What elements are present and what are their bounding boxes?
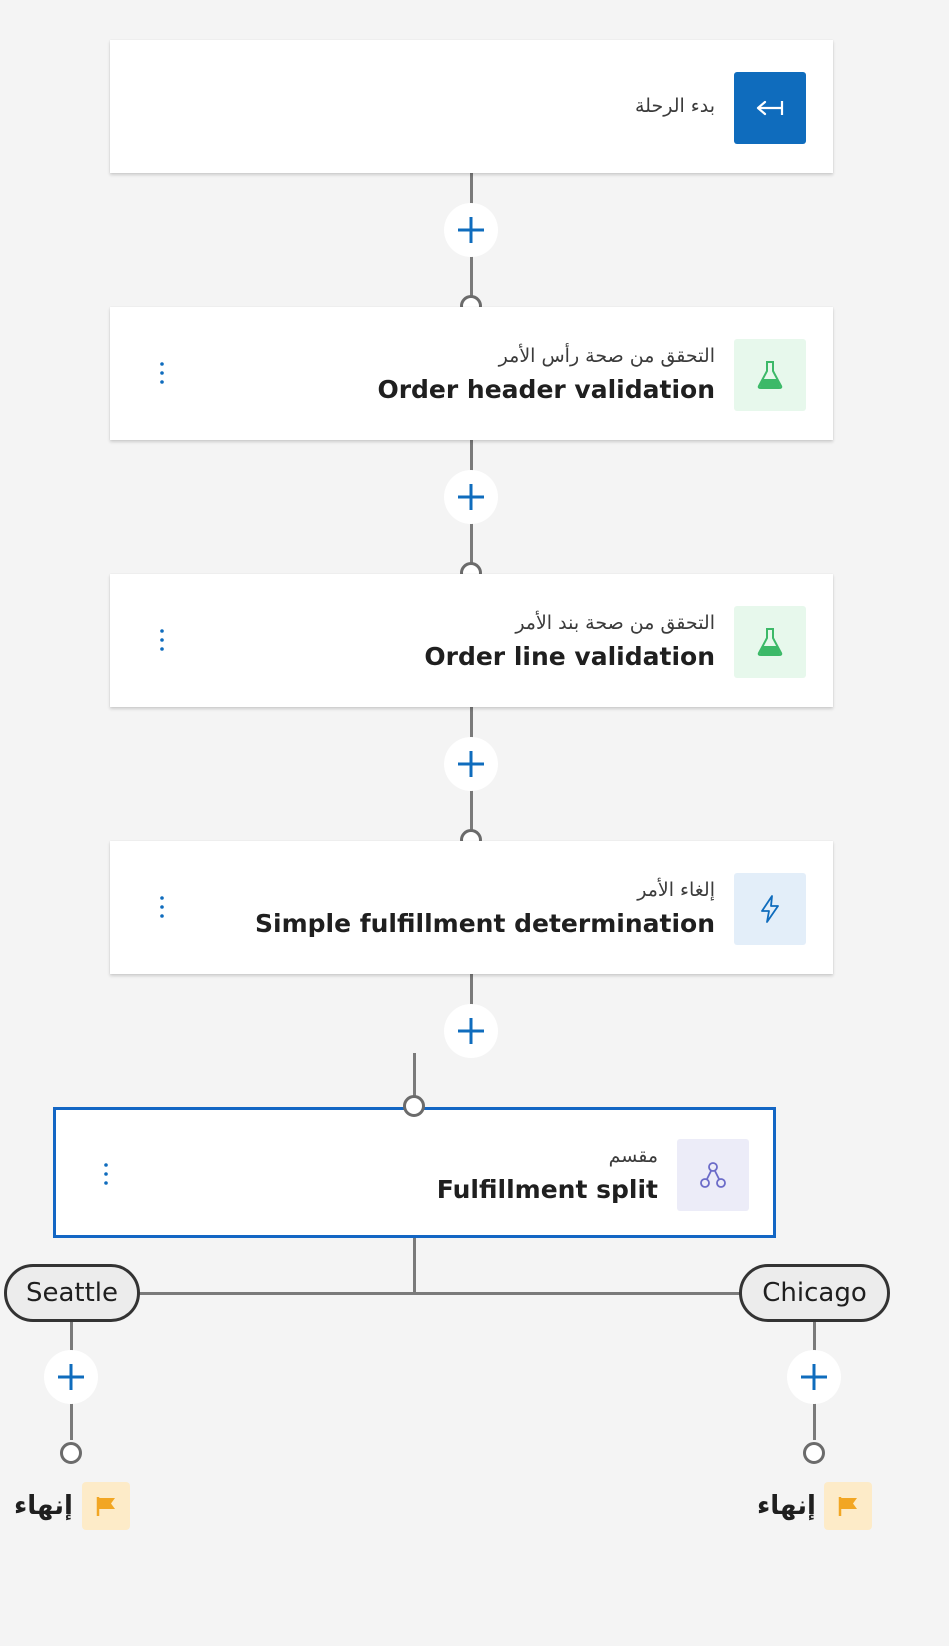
plus-icon: [801, 1364, 827, 1390]
connector-line: [413, 1236, 416, 1294]
arrow-start-icon: [756, 100, 784, 116]
step-subtitle: إلغاء الأمر: [637, 879, 715, 901]
add-step-button[interactable]: [444, 737, 498, 791]
step-subtitle: التحقق من صحة بند الأمر: [515, 612, 715, 634]
start-step-label: بدء الرحلة: [634, 95, 715, 117]
step-subtitle: مقسم: [608, 1145, 658, 1167]
order-line-validation-card[interactable]: التحقق من صحة بند الأمر Order line valid…: [110, 574, 833, 707]
connection-point: [803, 1442, 825, 1464]
plus-icon: [458, 484, 484, 510]
step-title: Simple fulfillment determination: [255, 909, 715, 938]
add-step-button[interactable]: [444, 1004, 498, 1058]
more-vertical-icon: [104, 1163, 108, 1185]
connection-point: [60, 1442, 82, 1464]
connection-point: [403, 1095, 425, 1117]
more-options-button[interactable]: [150, 887, 174, 927]
fulfillment-split-card[interactable]: مقسم Fulfillment split: [53, 1107, 776, 1238]
branch-seattle[interactable]: Seattle: [4, 1264, 140, 1322]
add-step-button[interactable]: [787, 1350, 841, 1404]
add-step-button[interactable]: [444, 470, 498, 524]
step-tile: [734, 339, 806, 411]
step-tile: [734, 873, 806, 945]
flask-icon: [757, 361, 783, 389]
flag-icon: [838, 1497, 857, 1516]
lightning-icon: [761, 895, 779, 923]
end-label: إنهاء: [14, 1491, 73, 1521]
more-options-button[interactable]: [150, 353, 174, 393]
flag-icon: [96, 1497, 115, 1516]
more-vertical-icon: [160, 362, 164, 384]
end-node-chicago[interactable]: [824, 1482, 872, 1530]
plus-icon: [458, 751, 484, 777]
step-title: Order line validation: [424, 642, 715, 671]
add-step-button[interactable]: [444, 203, 498, 257]
add-step-button[interactable]: [44, 1350, 98, 1404]
order-header-validation-card[interactable]: التحقق من صحة رأس الأمر Order header val…: [110, 307, 833, 440]
step-title: Order header validation: [377, 375, 715, 404]
branch-chicago[interactable]: Chicago: [739, 1264, 890, 1322]
more-options-button[interactable]: [150, 620, 174, 660]
more-options-button[interactable]: [94, 1154, 118, 1194]
plus-icon: [458, 1018, 484, 1044]
start-step-tile: [734, 72, 806, 144]
end-node-seattle[interactable]: [82, 1482, 130, 1530]
flask-icon: [757, 628, 783, 656]
split-icon: [700, 1162, 726, 1188]
plus-icon: [458, 217, 484, 243]
more-vertical-icon: [160, 629, 164, 651]
end-label: إنهاء: [757, 1491, 816, 1521]
start-step-card[interactable]: بدء الرحلة: [110, 40, 833, 173]
branch-line: [135, 1292, 745, 1295]
step-tile: [734, 606, 806, 678]
step-subtitle: التحقق من صحة رأس الأمر: [498, 345, 715, 367]
step-tile: [677, 1139, 749, 1211]
plus-icon: [58, 1364, 84, 1390]
step-title: Fulfillment split: [436, 1175, 658, 1204]
simple-fulfillment-determination-card[interactable]: إلغاء الأمر Simple fulfillment determina…: [110, 841, 833, 974]
connector-line: [413, 1053, 416, 1107]
more-vertical-icon: [160, 896, 164, 918]
